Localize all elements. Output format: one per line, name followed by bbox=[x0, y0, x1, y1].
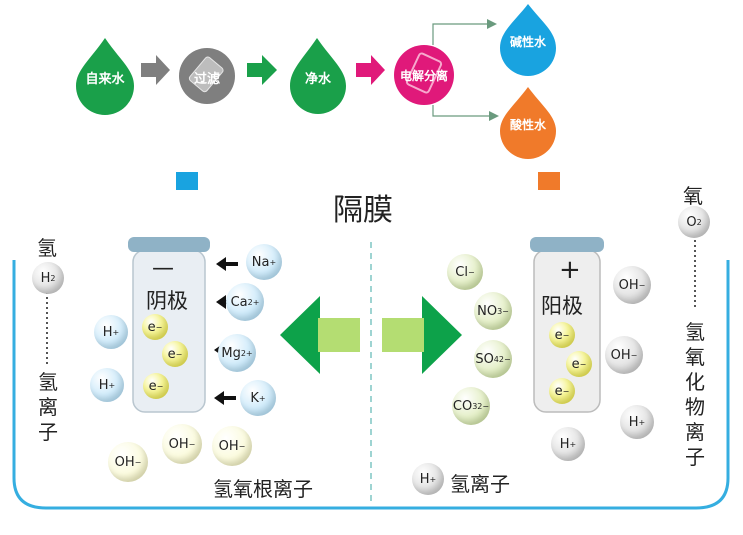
hydroxide-ion-label: 氢氧根离子 bbox=[213, 477, 313, 501]
cathode-label: 阴极 bbox=[146, 289, 188, 313]
hydrogen-ion-legend: H+ bbox=[412, 463, 444, 495]
hydroxide-ion: OH− bbox=[605, 336, 643, 374]
cathode-cap bbox=[128, 237, 210, 252]
acidic-water-drop bbox=[500, 87, 556, 159]
electrolysis-label: 电解分离 bbox=[399, 69, 448, 83]
purified-water-label: 净水 bbox=[304, 72, 331, 87]
anode-sign: + bbox=[559, 255, 581, 285]
acidic-water-label: 酸性水 bbox=[509, 118, 546, 132]
arrow-3-icon bbox=[356, 55, 385, 85]
alkaline-water-label: 碱性水 bbox=[509, 35, 546, 49]
branch-arrow-bottom-icon bbox=[489, 111, 499, 121]
anode-label: 阳极 bbox=[541, 294, 583, 318]
cathode-sign: — bbox=[152, 256, 174, 281]
anode-color-square bbox=[538, 172, 560, 190]
branch-line-top bbox=[432, 23, 487, 45]
electron: e− bbox=[143, 373, 169, 399]
hydrogen-gas-name: 氢 bbox=[37, 236, 57, 260]
arrow-2-icon bbox=[247, 55, 277, 85]
hydroxide-ion-vertical-label: 氢氧化物离子 bbox=[685, 320, 705, 469]
purified-water-drop bbox=[290, 38, 346, 114]
hydroxide-ion: OH− bbox=[212, 426, 252, 466]
process-flow bbox=[76, 4, 556, 159]
electron: e− bbox=[142, 314, 168, 340]
sodium-ion: Na+ bbox=[246, 244, 282, 280]
electron: e− bbox=[549, 378, 575, 404]
hydrogen-ion: H+ bbox=[90, 368, 124, 402]
hydroxide-ion: OH− bbox=[162, 424, 202, 464]
hydroxide-ion: OH− bbox=[613, 266, 651, 304]
hydroxide-ion: OH− bbox=[108, 442, 148, 482]
branch-arrow-top-icon bbox=[487, 19, 497, 29]
electron: e− bbox=[162, 341, 188, 367]
tank-outline bbox=[12, 260, 730, 510]
electron: e− bbox=[549, 322, 575, 348]
oxygen-gas-name: 氧 bbox=[683, 184, 703, 208]
tap-water-drop bbox=[76, 38, 134, 115]
alkaline-water-drop bbox=[500, 4, 556, 76]
electrolysis-circle bbox=[394, 45, 454, 105]
tap-water-label: 自来水 bbox=[85, 72, 125, 87]
membrane-title: 隔膜 bbox=[333, 193, 393, 228]
hydrogen-ion: H+ bbox=[620, 405, 654, 439]
electron: e− bbox=[566, 351, 592, 377]
filter-cartridge-icon bbox=[188, 56, 224, 93]
filter-label: 过滤 bbox=[193, 72, 220, 87]
branch-line-bottom bbox=[432, 105, 490, 117]
arrow-1-icon bbox=[141, 55, 170, 85]
hydrogen-ion: H+ bbox=[94, 315, 128, 349]
hydrogen-ion-vertical-label: 氢离子 bbox=[38, 370, 58, 444]
hydrogen-ion: H+ bbox=[551, 427, 585, 461]
potassium-ion: K+ bbox=[240, 380, 276, 416]
cation-arrows bbox=[214, 257, 238, 405]
chloride-ion: Cl− bbox=[447, 254, 483, 290]
electrolysis-cell-icon bbox=[405, 52, 443, 94]
cathode-color-square bbox=[176, 172, 198, 190]
hydrogen-ion-label: 氢离子 bbox=[450, 472, 510, 496]
anode-cap bbox=[530, 237, 604, 252]
